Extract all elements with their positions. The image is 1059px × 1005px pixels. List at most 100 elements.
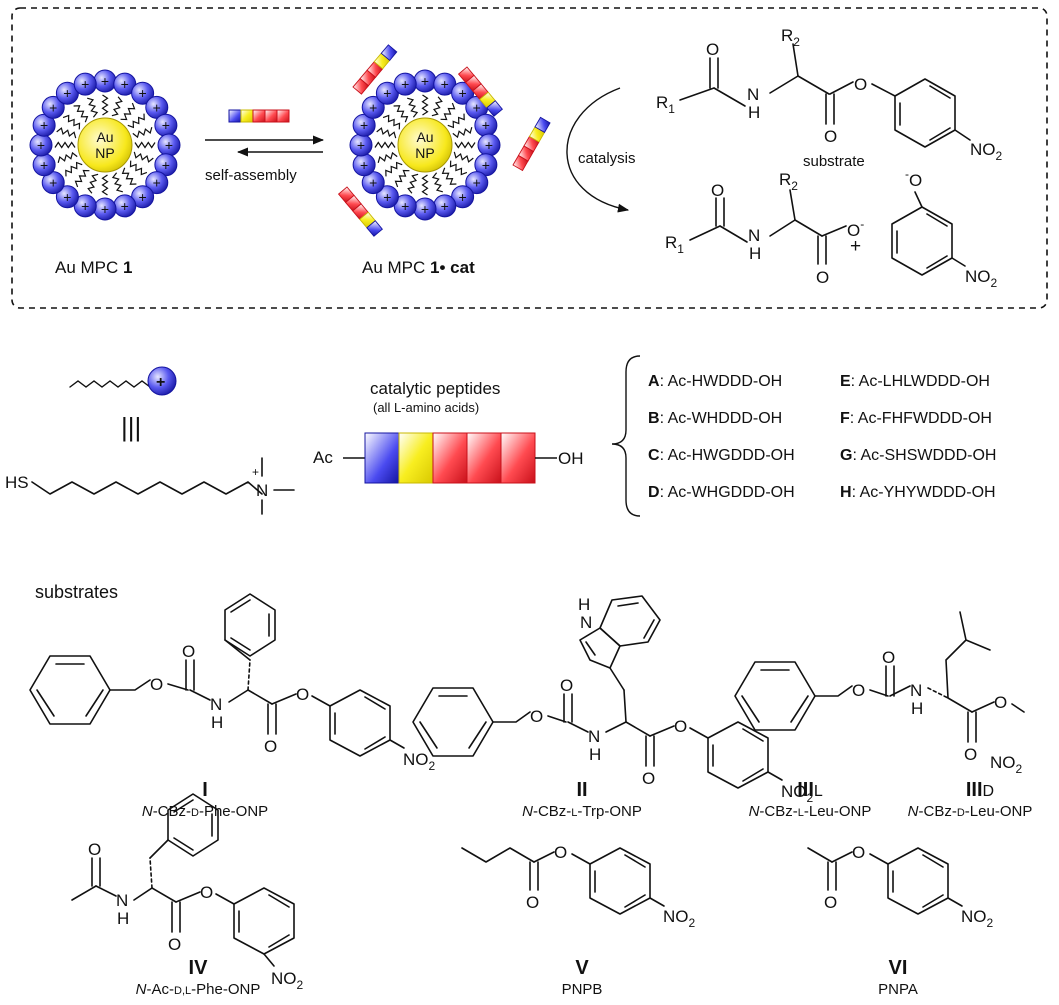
subI-o4: O — [264, 737, 277, 756]
subII-no2: NO2 — [781, 782, 814, 805]
subII-h: H — [589, 745, 601, 764]
peptide-list: A: Ac-HWDDD-OHB: Ac-WHDDD-OHC: Ac-HWGDDD… — [648, 373, 996, 501]
headgroup-charge: + — [357, 137, 365, 153]
substrate-II-structure — [412, 595, 783, 789]
subII-numeral: II — [576, 779, 587, 801]
ammonium-headgroup — [55, 185, 79, 209]
headgroup-charge: + — [421, 73, 429, 89]
thiol-n-plus: + — [252, 465, 259, 479]
peptide-sequence: : Ac-SHSWDDD-OH — [852, 447, 996, 464]
ligand-chain — [54, 141, 76, 149]
headgroup-charge: + — [473, 175, 481, 191]
subV-o1: O — [554, 843, 567, 862]
peptide-sequence: : Ac-HWGDDD-OH — [660, 447, 795, 464]
peptide-block-yellow — [398, 432, 434, 484]
ligand-chain — [111, 172, 123, 193]
catalysis-label: catalysis — [578, 150, 636, 167]
headgroup-charge: + — [485, 137, 493, 153]
subIII-o2: O — [882, 648, 895, 667]
ligand-chain — [382, 114, 401, 130]
product-h: H — [749, 244, 761, 263]
headgroup-charge: + — [401, 76, 409, 92]
ligand-chain — [101, 94, 109, 116]
subII-indole-n: N — [580, 613, 592, 632]
ligand-chain — [407, 97, 419, 118]
subVI-o1: O — [852, 843, 865, 862]
peptide-letter: H — [840, 484, 852, 501]
peptide-block-red — [466, 432, 502, 484]
thiol-structure — [31, 457, 295, 515]
subIII-o4: O — [964, 745, 977, 764]
substrate-label: substrate — [803, 153, 865, 170]
headgroup-charge: + — [369, 175, 377, 191]
peptide-letter: G — [840, 447, 852, 464]
headgroup-charge: + — [421, 201, 429, 217]
ligand-chain — [440, 102, 456, 121]
subIII-o3: O — [994, 693, 1007, 712]
np-label-np: NP — [415, 145, 434, 161]
ammonium-headgroup — [393, 72, 417, 96]
subI-n: N — [210, 695, 222, 714]
peptide-letter: D — [648, 484, 660, 501]
subIII-o1: O — [852, 681, 865, 700]
ligand-chain — [133, 151, 154, 163]
ligand-chain — [111, 96, 123, 117]
peptide-sequence: : Ac-LHLWDDD-OH — [851, 373, 990, 390]
headgroup-charge: + — [40, 117, 48, 133]
peptide-letter: B — [648, 410, 660, 427]
headgroup-charge: + — [383, 85, 391, 101]
peptide-entry: F: Ac-FHFWDDD-OH — [840, 410, 992, 427]
bound-peptide — [457, 66, 503, 117]
peptide-mini-icon — [228, 109, 290, 123]
np-label-au: Au — [96, 129, 113, 145]
peptide-sequence: : Ac-FHFWDDD-OH — [850, 410, 992, 427]
substrate-labels: I N-CBz-D-Phe-ONP II N-CBz-L-Trp-ONP III… — [136, 779, 1033, 998]
substrate-no2: NO2 — [970, 140, 1003, 163]
ammonium-headgroup — [361, 95, 385, 119]
ligand-chain — [453, 151, 474, 163]
peptide-ac: Ac — [313, 448, 333, 467]
subIIID-numeral: IIID — [966, 779, 994, 801]
subII-name: N-CBz-L-Trp-ONP — [522, 803, 642, 820]
subI-o2: O — [182, 642, 195, 661]
ligand-chain — [132, 127, 153, 139]
product-o-minus: O- — [847, 217, 864, 240]
product-structure — [689, 189, 966, 276]
ammonium-headgroup — [73, 72, 97, 96]
headgroup-charge: + — [383, 189, 391, 205]
subI-numeral: I — [202, 779, 208, 801]
substrates-heading: substrates — [35, 582, 118, 602]
peptide-residue — [366, 220, 383, 237]
bound-peptide — [337, 186, 383, 237]
substrate-o1: O — [706, 40, 719, 59]
peptide-residue — [380, 44, 398, 61]
ligand-chain — [56, 127, 77, 139]
subV-o2: O — [526, 893, 539, 912]
substrate-structure — [679, 43, 971, 148]
headgroup-charge: + — [63, 85, 71, 101]
headgroup-charge: + — [401, 198, 409, 214]
peptide-sequence: : Ac-WHGDDD-OH — [660, 484, 795, 501]
subV-name: PNPB — [562, 981, 603, 998]
subIV-h: H — [117, 909, 129, 928]
headgroup-charge: + — [63, 189, 71, 205]
headgroup-charge: + — [49, 175, 57, 191]
subII-o1: O — [530, 707, 543, 726]
subVI-o2: O — [824, 893, 837, 912]
headgroup-charge: + — [139, 85, 147, 101]
peptide-block-red — [500, 432, 536, 484]
subVI-numeral: VI — [889, 957, 908, 979]
subII-n: N — [588, 727, 600, 746]
headgroup-charge: + — [482, 117, 490, 133]
subV-numeral: V — [575, 957, 589, 979]
substrate-h: H — [748, 103, 760, 122]
peptide-entry: C: Ac-HWGDDD-OH — [648, 447, 795, 464]
peptide-residue — [534, 116, 551, 134]
subIV-o1: O — [88, 840, 101, 859]
subII-indole-h: H — [578, 595, 590, 614]
ligand-chain — [73, 105, 89, 123]
subIV-name: N-Ac-D,L-Phe-ONP — [136, 981, 261, 998]
